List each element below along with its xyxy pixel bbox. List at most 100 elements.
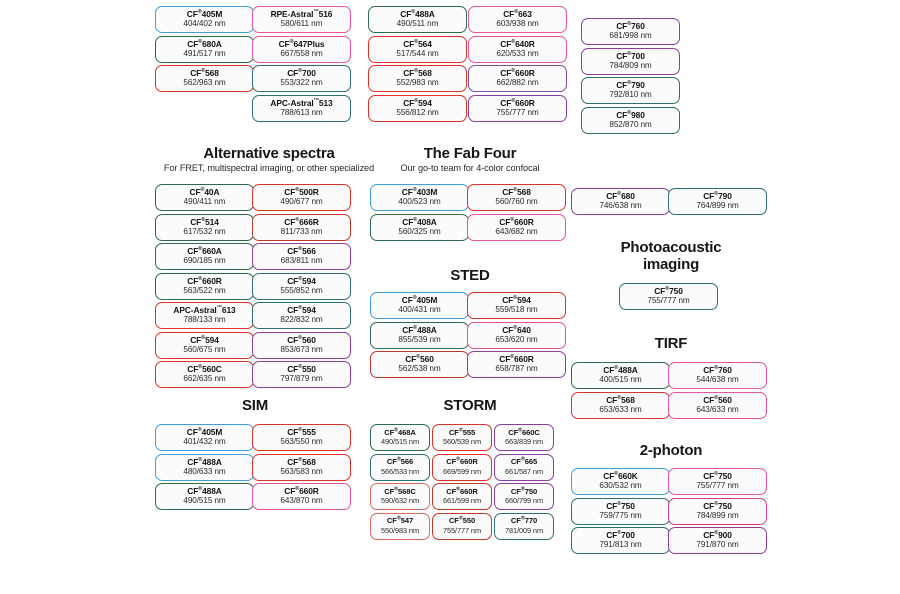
dye-name: CF®640R	[500, 38, 535, 49]
section-title-storm: STORM	[443, 397, 497, 414]
dye-name: CF®594	[190, 334, 219, 345]
dye-spectra: 603/938 nm	[496, 19, 539, 29]
section-title-tirf: TIRF	[654, 335, 688, 352]
dye-spectra: 853/673 nm	[280, 344, 323, 354]
dye-spectra: 658/787 nm	[495, 364, 538, 374]
dye-spectra: 563/583 nm	[280, 466, 323, 476]
dye-spectra: 811/733 nm	[280, 226, 323, 236]
dye-spectra: 556/812 nm	[396, 107, 439, 117]
dye-name: CF®560	[287, 334, 316, 345]
dye-name: CF®547	[386, 515, 414, 526]
section-subtitle-alternative-spectra: For FRET, multispectral imaging, or othe…	[163, 163, 375, 173]
dye-spectra: 653/633 nm	[599, 404, 642, 414]
dye-name: CF®488A	[187, 486, 222, 497]
dye-spectra: 791/813 nm	[599, 540, 642, 550]
dye-spectra: 755/777 nm	[496, 107, 539, 117]
dye-name: CF®568	[287, 456, 316, 467]
dye-spectra: 660/799 nm	[504, 496, 544, 506]
dye-spectra: 681/998 nm	[609, 31, 652, 41]
dye-name: CF®408A	[402, 216, 437, 227]
dye-spectra: 560/760 nm	[495, 197, 538, 207]
dye-name: APC-Astral™613	[173, 305, 236, 316]
dye-name: CF®660R	[500, 68, 535, 79]
dye-spectra: 552/983 nm	[396, 78, 439, 88]
dye-name: CF®750	[510, 486, 538, 496]
